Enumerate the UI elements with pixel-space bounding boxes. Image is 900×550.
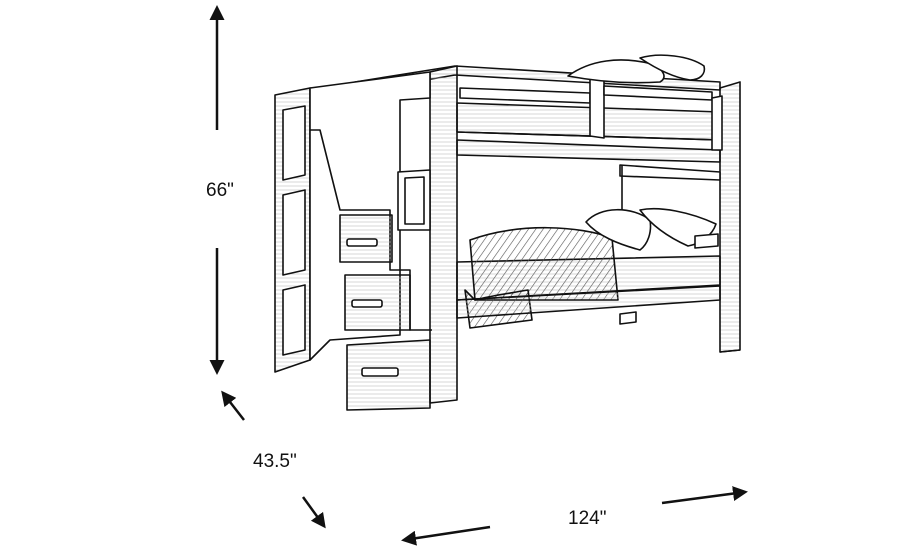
- height-label: 66": [206, 180, 234, 201]
- width-arrow: [401, 486, 748, 546]
- depth-label: 43.5": [253, 451, 297, 472]
- width-label: 124": [568, 508, 607, 529]
- depth-arrow: [221, 390, 326, 529]
- bunk-bed: [274, 54, 741, 411]
